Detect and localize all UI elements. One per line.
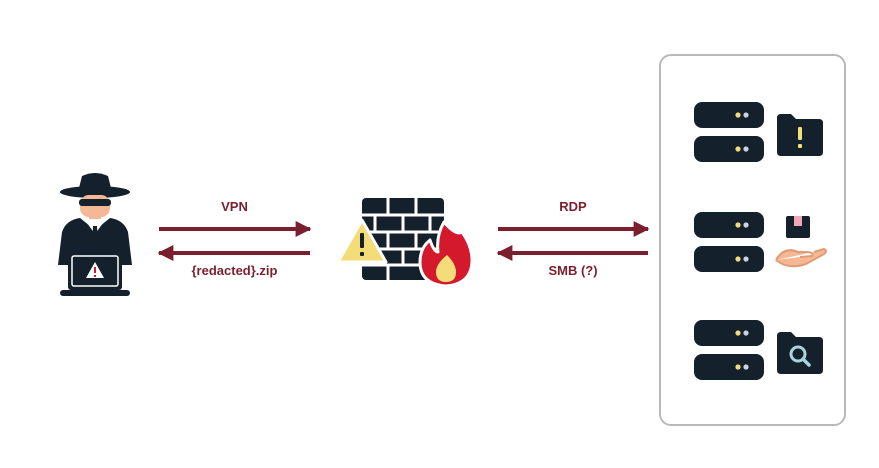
target-network-contents bbox=[694, 102, 827, 380]
folder-search-icon bbox=[777, 332, 823, 374]
rdp-label: RDP bbox=[559, 199, 587, 214]
hacker-with-laptop-icon bbox=[58, 173, 132, 296]
server-stack-icon bbox=[694, 102, 764, 162]
server-stack-icon bbox=[694, 320, 764, 380]
zip-label: {redacted}.zip bbox=[191, 263, 278, 278]
server-stack-icon bbox=[694, 212, 764, 272]
vpn-label: VPN bbox=[221, 199, 248, 214]
smb-label: SMB (?) bbox=[548, 263, 598, 278]
folder-warning-icon bbox=[777, 114, 823, 156]
firewall-on-fire-icon bbox=[336, 198, 474, 288]
hand-with-package-icon bbox=[775, 216, 827, 268]
target-network-panel bbox=[659, 54, 846, 426]
